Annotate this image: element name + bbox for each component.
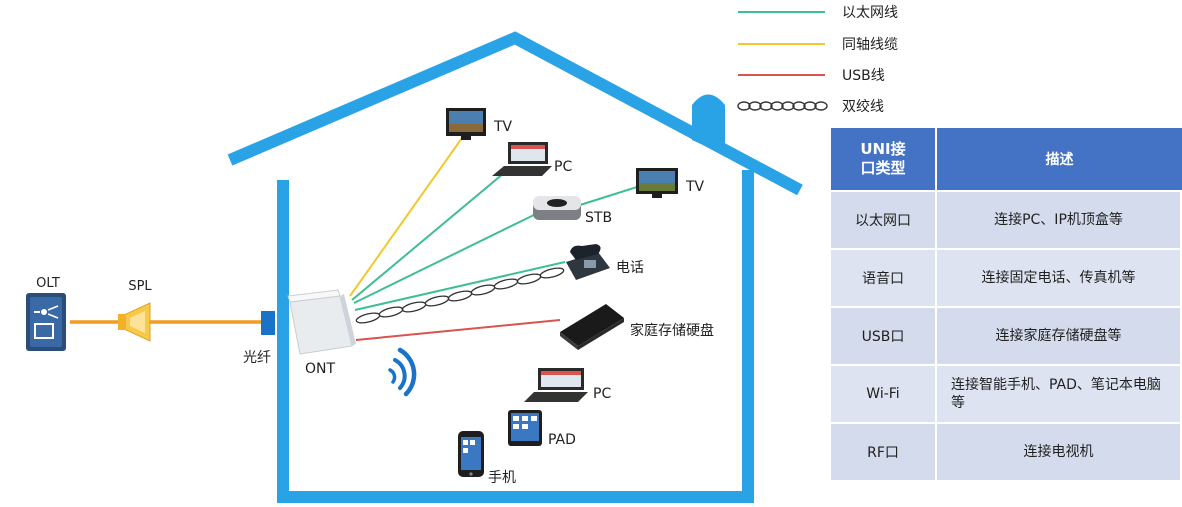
legend-label-coax: 同轴线缆 (842, 37, 898, 53)
cell-type: Wi-Fi (831, 366, 937, 424)
mobile-label: 手机 (488, 470, 516, 486)
twisted-pair-line (355, 267, 565, 324)
storage-drive-icon (560, 304, 624, 350)
connection-lines (349, 137, 641, 341)
laptop-icon-2 (524, 368, 588, 402)
spl-device (118, 302, 151, 342)
legend-label-usb: USB线 (842, 68, 885, 84)
cell-desc: 连接智能手机、PAD、笔记本电脑等 (937, 366, 1182, 424)
table-row: 以太网口 连接PC、IP机顶盒等 (831, 192, 1182, 250)
olt-device (26, 293, 66, 351)
coax-line-tv (349, 137, 463, 297)
spl-label: SPL (128, 279, 152, 294)
table-row: 语音口 连接固定电话、传真机等 (831, 250, 1182, 308)
tv-label-2: TV (685, 179, 705, 195)
olt-label: OLT (36, 276, 60, 291)
stb-icon (533, 196, 581, 220)
ethernet-line-stb (353, 211, 541, 304)
tv-icon-1 (446, 108, 486, 140)
fiber-label: 光纤 (243, 350, 271, 366)
legend-label-ethernet: 以太网线 (842, 5, 898, 21)
phone-label: 电话 (616, 260, 644, 276)
cell-desc: 连接PC、IP机顶盒等 (937, 192, 1182, 250)
ont-label: ONT (305, 361, 335, 377)
usb-line-storage (355, 319, 561, 341)
cell-type: 以太网口 (831, 192, 937, 250)
table-header-row: UNI接口类型 描述 (831, 128, 1182, 192)
table-row: Wi-Fi 连接智能手机、PAD、笔记本电脑等 (831, 366, 1182, 424)
house-chimney (692, 94, 725, 155)
laptop-icon-1 (492, 142, 552, 176)
pc-label-1: PC (554, 159, 572, 175)
legend: 以太网线 同轴线缆 USB线 双绞线 (737, 5, 898, 115)
smartphone-icon (458, 431, 484, 477)
pad-label: PAD (548, 432, 576, 448)
ont-device (287, 289, 356, 355)
cell-desc: 连接家庭存储硬盘等 (937, 308, 1182, 366)
house-walls (277, 170, 754, 503)
header-description: 描述 (937, 128, 1182, 192)
stb-label: STB (585, 210, 612, 226)
ethernet-line-pc (351, 167, 511, 301)
table-row: USB口 连接家庭存储硬盘等 (831, 308, 1182, 366)
legend-label-twisted: 双绞线 (842, 98, 884, 115)
ethernet-line-phone (354, 261, 566, 311)
cell-type: RF口 (831, 424, 937, 482)
ethernet-line-stb-tv (579, 185, 641, 206)
cell-type: USB口 (831, 308, 937, 366)
tablet-icon (508, 410, 542, 446)
telephone-icon (566, 244, 610, 280)
uni-interface-table: UNI接口类型 描述 以太网口 连接PC、IP机顶盒等 语音口 连接固定电话、传… (831, 128, 1182, 482)
tv-icon-2 (636, 168, 678, 198)
storage-label: 家庭存储硬盘 (630, 322, 714, 339)
cell-type: 语音口 (831, 250, 937, 308)
cell-desc: 连接固定电话、传真机等 (937, 250, 1182, 308)
tv-label-1: TV (493, 119, 513, 135)
legend-line-twisted (737, 101, 828, 111)
cell-desc: 连接电视机 (937, 424, 1182, 482)
pc-label-2: PC (593, 386, 611, 402)
wifi-icon (388, 347, 417, 397)
table-row: RF口 连接电视机 (831, 424, 1182, 482)
fiber-port (261, 311, 275, 335)
header-uni-type: UNI接口类型 (831, 128, 937, 192)
